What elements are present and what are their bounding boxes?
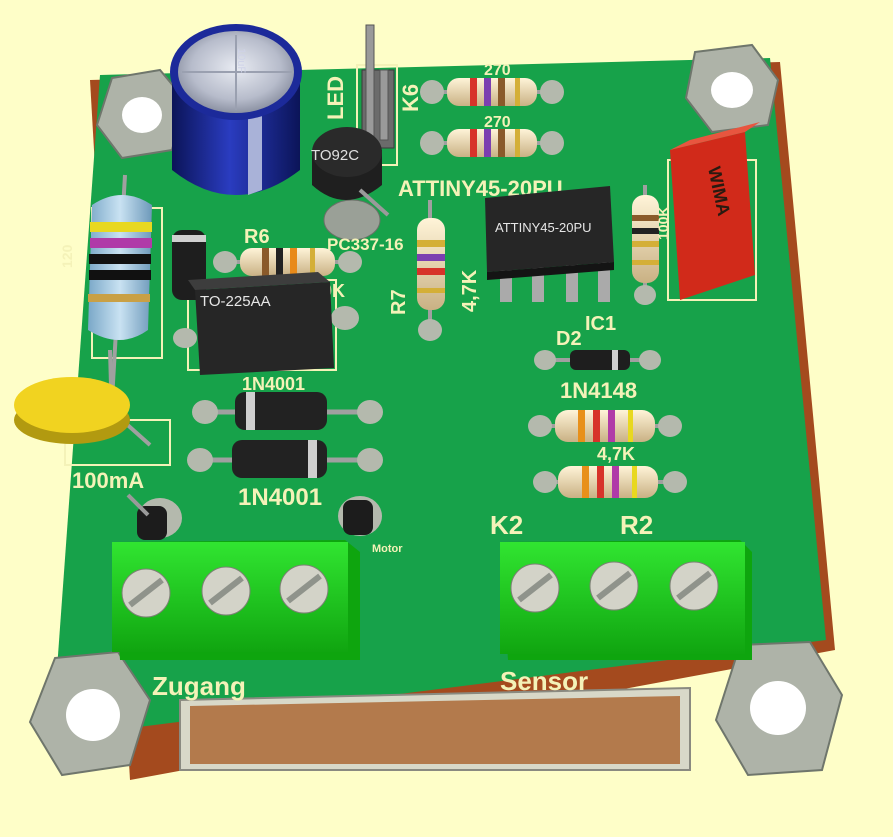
wima-capacitor: WIMA (670, 122, 760, 300)
zugang-label: Zugang (152, 671, 246, 701)
r-top2-label: 270 (484, 114, 511, 131)
pc337-label: PC337-16 (327, 235, 404, 254)
to225-label: TO-225AA (200, 293, 271, 310)
jumper-motor: Motor (338, 496, 403, 555)
k2-label: K2 (490, 510, 523, 540)
edge-connector (179, 686, 691, 771)
d2-value-label: 1N4148 (560, 378, 637, 403)
r7-value-label: 4,7K (459, 269, 481, 312)
jumper-left (126, 493, 182, 540)
led-header: LED K6 (323, 24, 423, 149)
electrolytic-capacitor: 10uF (170, 24, 302, 195)
diode-d2: D2 IC1 1N4148 (534, 313, 661, 403)
diode-mid-label: 1N4001 (242, 374, 305, 394)
k6-label: K6 (398, 84, 423, 112)
resistor-r7: R7 4,7K (388, 200, 481, 341)
fuse-label: 100mA (72, 468, 144, 493)
resistor-r6: R6 10K (213, 226, 362, 301)
mounting-hole-tr (684, 43, 780, 134)
r7-label: R7 (388, 289, 410, 315)
resistor-top-2: 270 (420, 114, 564, 157)
diode-1n4001-bottom: 1N4001 (187, 440, 383, 511)
d2-label: D2 (556, 328, 582, 350)
motor-label: Motor (372, 543, 403, 555)
capacitor-label: 10uF (235, 48, 247, 73)
terminal-block-left: Zugang (112, 540, 360, 701)
to92c-label: TO92C (311, 147, 359, 164)
sensor-label: Sensor (500, 666, 588, 696)
diode-bottom-label: 1N4001 (238, 484, 322, 511)
ic-attiny: ATTINY45-20PU (485, 186, 614, 302)
resistor-right-1: 4,7K (528, 410, 682, 464)
ic1-label: IC1 (585, 313, 616, 335)
diode-1n4001-top: 1N4001 (192, 374, 383, 430)
terminal-block-right: K2 R2 Sensor (490, 510, 752, 696)
transistor-to92: TO92C (311, 127, 390, 241)
mounting-hole-bl (28, 650, 152, 777)
resistor-vertical-right: 100K (632, 185, 671, 305)
r-left-label: 120 (59, 244, 75, 268)
regulator-to225: TO-225AA (173, 272, 359, 375)
r-vert-label: 100K (655, 207, 671, 240)
ic-chip-marking: ATTINY45-20PU (495, 220, 592, 235)
resistor-big-left: 120 (59, 174, 152, 401)
r-4k7-label: 4,7K (597, 444, 635, 464)
resistor-right-2 (533, 466, 687, 498)
polyfuse: 100mA (14, 349, 152, 493)
mounting-hole-br (714, 640, 844, 777)
led-label: LED (323, 76, 348, 120)
resistor-top-1: 270 (420, 62, 564, 106)
r2-label: R2 (620, 510, 653, 540)
r-top1-label: 270 (484, 62, 511, 79)
mounting-hole-tl (95, 68, 187, 160)
r6-label: R6 (244, 226, 270, 248)
